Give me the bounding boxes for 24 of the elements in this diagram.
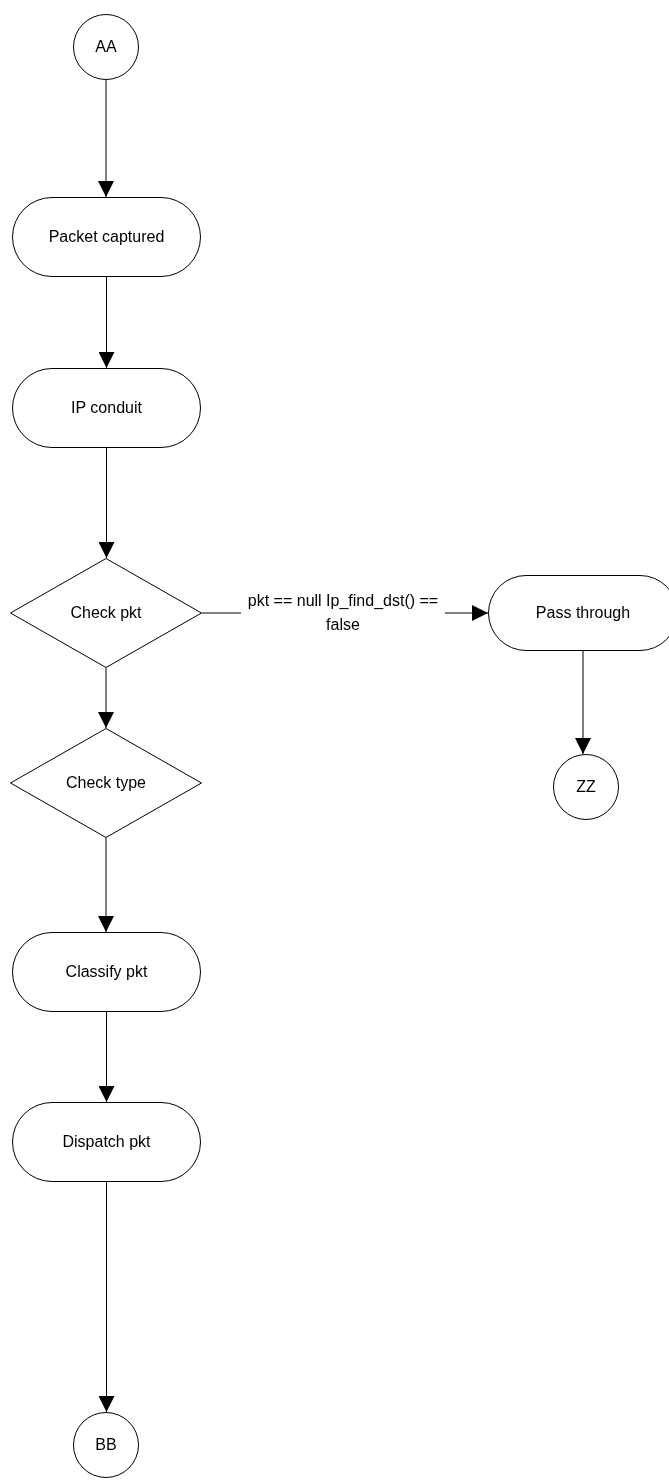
node-label: Check type [65, 774, 146, 792]
node-label: Check pkt [70, 604, 142, 622]
node-label: Classify pkt [65, 963, 148, 981]
connector-circle [73, 14, 139, 80]
node-label: ZZ [576, 778, 596, 796]
node-label: Dispatch pkt [62, 1133, 151, 1151]
arrow [575, 650, 591, 755]
decision-diamond [10, 728, 202, 838]
node-label: Packet captured [48, 228, 165, 246]
terminal-box [488, 575, 669, 651]
arrow [98, 447, 115, 559]
arrow [98, 79, 114, 198]
node-label: AA [95, 38, 117, 56]
connector-circle [553, 754, 619, 820]
arrow [98, 667, 114, 729]
arrow [98, 837, 114, 933]
arrow [98, 1011, 115, 1103]
node-label: BB [95, 1436, 117, 1454]
connector-circle [73, 1412, 139, 1478]
decision-diamond [10, 558, 202, 668]
node-label: Pass through [535, 604, 631, 622]
arrow [98, 276, 115, 369]
node-label: IP conduit [71, 399, 142, 417]
arrow [98, 1181, 115, 1413]
